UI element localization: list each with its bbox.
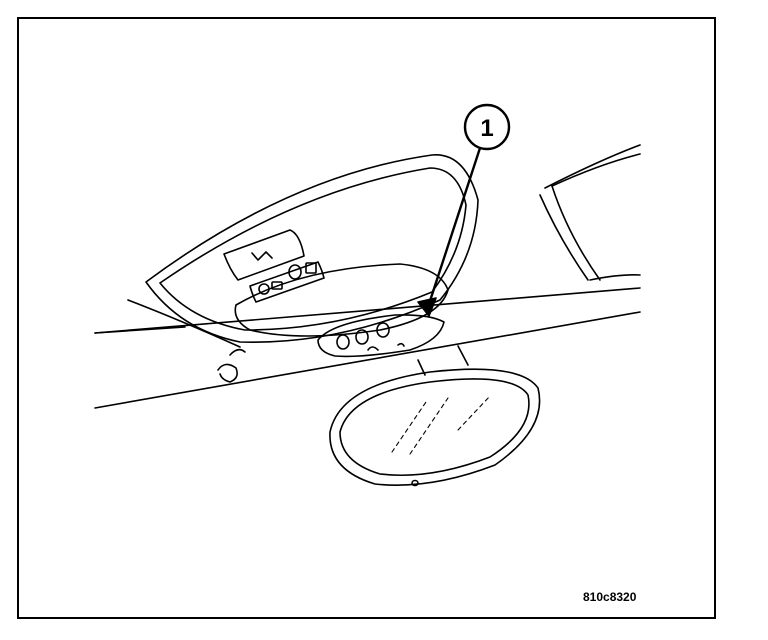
diagram-frame (17, 17, 716, 619)
overhead-console-lamp-lens (317, 314, 445, 358)
headliner (94, 287, 641, 409)
callout-1-number: 1 (480, 115, 493, 142)
figure-id: 810c8320 (583, 590, 637, 604)
sunroof-symbol (251, 251, 273, 261)
windshield-frame (539, 144, 641, 281)
rear-view-mirror (329, 345, 541, 487)
console-switch-panel (223, 229, 325, 303)
visor-clip (217, 348, 246, 383)
overhead-console-housing (145, 154, 479, 343)
callout-1: 1 (463, 103, 511, 151)
callout-leader (417, 146, 482, 317)
